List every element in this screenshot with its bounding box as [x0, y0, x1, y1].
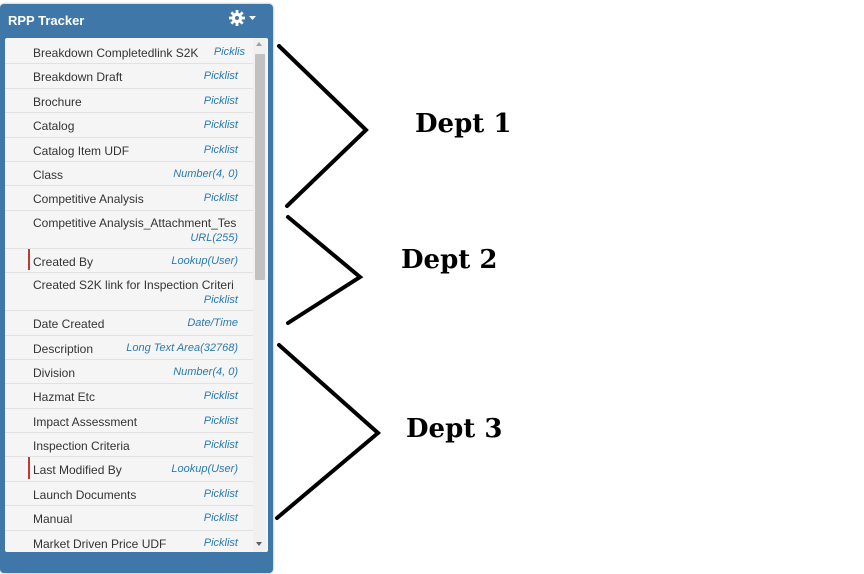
field-type: Picklist — [203, 512, 238, 525]
panel-title: RPP Tracker — [8, 13, 85, 28]
field-name: Breakdown Completedlink S2K — [33, 46, 199, 60]
scroll-down-arrow-icon[interactable] — [256, 542, 262, 546]
field-name: Competitive Analysis — [33, 192, 144, 207]
field-name: Hazmat Etc — [33, 390, 96, 405]
field-type: Date/Time — [187, 317, 238, 330]
field-type: URL(255) — [190, 231, 238, 244]
field-name: Market Driven Price UDF — [33, 536, 167, 551]
field-row[interactable]: Description Long Text Area(32768) — [5, 336, 253, 360]
field-row[interactable]: Last Modified By Lookup(User) — [5, 457, 253, 482]
field-type: Lookup(User) — [171, 254, 238, 267]
field-name: Brochure — [33, 94, 82, 109]
field-row[interactable]: Catalog Item UDF Picklist — [5, 138, 253, 162]
field-name: Created By — [33, 254, 94, 269]
chevron-down-icon — [249, 16, 256, 20]
panel-header: RPP Tracker — [0, 4, 273, 36]
field-row[interactable]: Competitive Analysis Picklist — [5, 186, 253, 211]
bracket-dept-1 — [277, 44, 369, 208]
field-name: Created S2K link for Inspection Criteri — [33, 278, 234, 293]
field-name: Class — [33, 167, 64, 182]
field-name: Manual — [33, 512, 73, 527]
field-type: Picklist — [203, 390, 238, 403]
field-row[interactable]: Impact Assessment Picklist — [5, 409, 253, 434]
object-panel: RPP Tracker Breakdown Complete — [0, 4, 273, 573]
scrollbar[interactable] — [253, 38, 266, 552]
field-row[interactable]: Hazmat Etc Picklist — [5, 384, 253, 409]
field-name: Breakdown Draft — [33, 70, 123, 85]
field-type: Picklist — [203, 70, 238, 83]
field-name: Last Modified By — [33, 463, 122, 478]
dept-1-label: Dept 1 — [415, 109, 512, 139]
field-type: Picklist — [203, 94, 238, 107]
field-row[interactable]: Launch Documents Picklist — [5, 482, 253, 507]
dept-3-label: Dept 3 — [406, 414, 503, 444]
field-name: Division — [33, 365, 76, 380]
bracket-dept-3 — [275, 343, 382, 520]
field-type: Picklist — [203, 439, 238, 452]
field-name: Description — [33, 341, 94, 356]
field-row[interactable]: Breakdown Completedlink S2K Picklis — [5, 40, 253, 65]
field-type: Number(4, 0) — [173, 167, 238, 180]
field-row[interactable]: Brochure Picklist — [5, 89, 253, 114]
field-row[interactable]: Catalog Picklist — [5, 113, 253, 138]
gear-icon[interactable] — [228, 9, 258, 29]
field-type: Picklist — [203, 414, 238, 427]
field-type: Picklis — [213, 46, 245, 58]
field-type: Picklist — [203, 487, 238, 500]
field-name: Impact Assessment — [33, 414, 138, 429]
field-row[interactable]: Market Driven Price UDF Picklist — [5, 531, 253, 552]
field-row[interactable]: Inspection Criteria Picklist — [5, 433, 253, 458]
field-row[interactable]: Division Number(4, 0) — [5, 360, 253, 385]
dept-2-label: Dept 2 — [401, 245, 498, 275]
field-row[interactable]: Date Created Date/Time — [5, 311, 253, 336]
scroll-up-arrow-icon[interactable] — [256, 42, 262, 46]
field-type: Picklist — [203, 143, 238, 156]
scroll-thumb[interactable] — [255, 54, 265, 280]
field-type: Long Text Area(32768) — [126, 341, 238, 354]
field-name: Competitive Analysis_Attachment_Tes — [33, 215, 237, 230]
field-type: Number(4, 0) — [173, 365, 238, 378]
field-type: Picklist — [203, 192, 238, 205]
field-type: Picklist — [203, 294, 238, 307]
field-name: Inspection Criteria — [33, 439, 130, 454]
field-type: Lookup(User) — [171, 463, 238, 476]
field-type: Picklist — [203, 119, 238, 132]
field-name: Date Created — [33, 317, 105, 332]
field-row[interactable]: Manual Picklist — [5, 506, 253, 531]
field-row[interactable]: Breakdown Draft Picklist — [5, 64, 253, 89]
field-name: Catalog Item UDF — [33, 143, 130, 158]
field-name: Launch Documents — [33, 487, 137, 502]
field-name: Catalog — [33, 119, 75, 134]
field-row[interactable]: Created By Lookup(User) — [5, 248, 253, 274]
bracket-dept-2 — [286, 215, 364, 325]
field-type: Picklist — [203, 536, 238, 549]
field-row[interactable]: Class Number(4, 0) — [5, 162, 253, 187]
